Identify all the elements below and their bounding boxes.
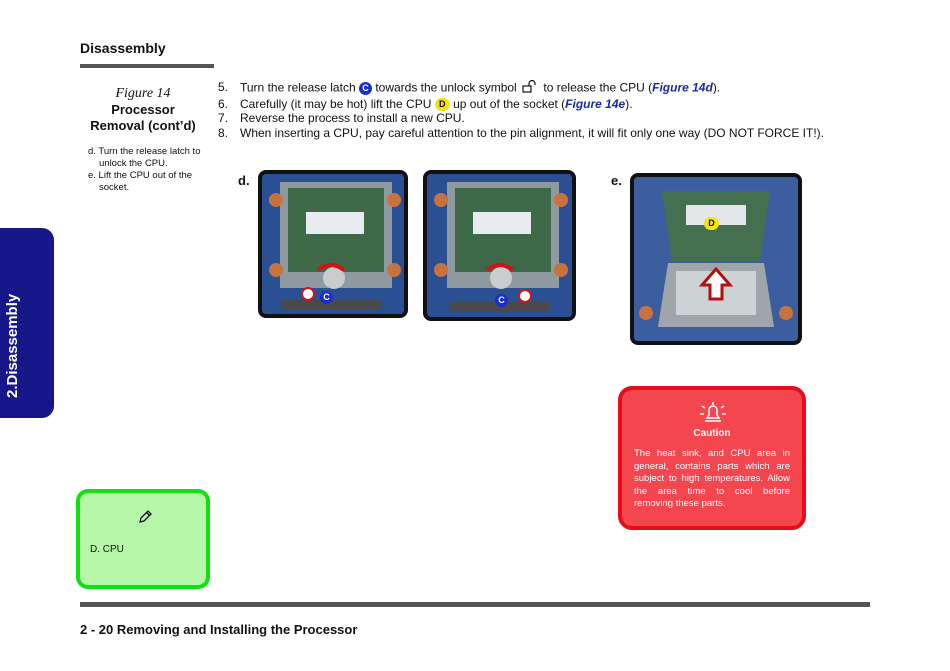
callout-d-badge: D (704, 217, 719, 230)
figure-ref-link[interactable]: Figure 14d (652, 80, 713, 95)
page-footer: 2 - 20 Removing and Installing the Proce… (80, 622, 358, 637)
figure-ref-link[interactable]: Figure 14e (565, 96, 626, 111)
panel-d-label: d. (238, 173, 250, 188)
header-divider (80, 64, 214, 68)
procedure-steps: 5. Turn the release latch C towards the … (218, 79, 824, 141)
step-number: 8. (218, 125, 229, 140)
caution-text: The heat sink, and CPU area in general, … (634, 448, 790, 509)
note-box: D. CPU (76, 489, 210, 589)
step-number: 5. (218, 80, 229, 94)
pencil-icon (137, 509, 153, 530)
step-text: ). (625, 96, 633, 111)
step-5: 5. Turn the release latch C towards the … (218, 79, 824, 97)
step-text: When inserting a CPU, pay careful attent… (240, 125, 825, 140)
step-text: towards the unlock symbol (375, 80, 517, 95)
figure-note-d: d. Turn the release latch to unlock the … (88, 146, 201, 169)
chapter-side-tab[interactable]: 2.Disassembly (0, 228, 54, 418)
step-text: Turn the release latch (240, 80, 356, 95)
figure-note-e: e. Lift the CPU out of the socket. (88, 170, 193, 193)
step-7: 7. Reverse the process to install a new … (218, 111, 824, 126)
step-8: 8. When inserting a CPU, pay careful att… (218, 126, 824, 141)
step-text: Carefully (it may be hot) lift the CPU (240, 96, 432, 111)
figure-title-line2: Removal (cont’d) (90, 118, 196, 133)
footer-divider (80, 602, 870, 607)
note-text: D. CPU (90, 544, 124, 555)
step-number: 6. (218, 96, 229, 111)
panel-e-label: e. (611, 173, 622, 188)
cpu-socket-photo-d1: C (258, 170, 408, 318)
step-text: to release the CPU ( (543, 80, 653, 95)
cpu-socket-photo-d2: C (423, 170, 576, 321)
cpu-lift-photo-e: D (630, 173, 802, 345)
step-text: ). (712, 80, 721, 95)
caution-title: Caution (693, 428, 731, 439)
callout-d-badge: D (434, 97, 450, 111)
unlock-icon (522, 79, 538, 97)
callout-c-badge: C (320, 291, 333, 304)
step-6: 6. Carefully (it may be hot) lift the CP… (218, 97, 824, 112)
page-header-title: Disassembly (80, 40, 166, 56)
step-text: up out of the socket ( (453, 96, 566, 111)
callout-c-badge: C (358, 81, 372, 95)
figure-title-line1: Processor (111, 102, 175, 117)
caution-box: Caution The heat sink, and CPU area in g… (618, 386, 806, 530)
callout-c-badge: C (495, 294, 508, 307)
figure-number: Figure 14 (115, 86, 171, 101)
figure-caption: Figure 14 Processor Removal (cont’d) (80, 86, 206, 134)
warning-bell-icon (698, 400, 728, 429)
figure-notes: d. Turn the release latch to unlock the … (88, 146, 212, 194)
chapter-tab-label: 2.Disassembly (4, 293, 21, 398)
step-text: Reverse the process to install a new CPU… (240, 111, 465, 125)
step-number: 7. (218, 111, 229, 125)
